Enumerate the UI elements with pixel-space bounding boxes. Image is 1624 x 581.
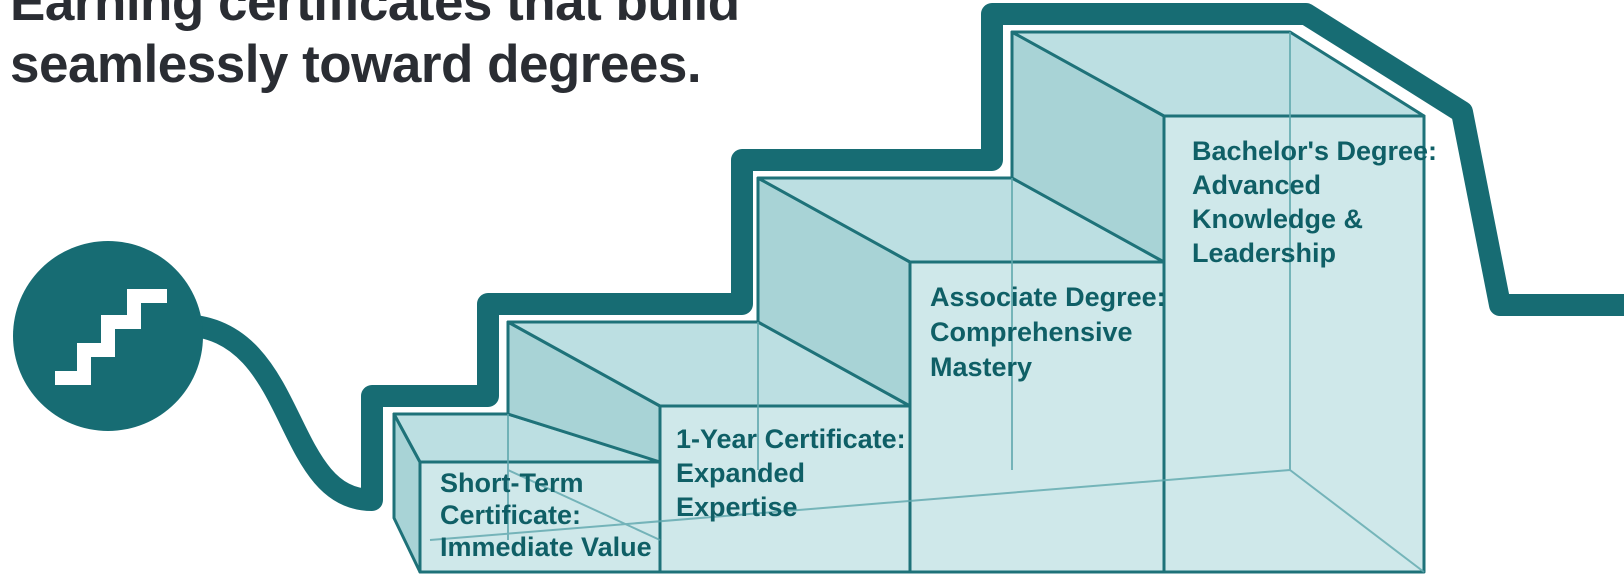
step-4-line-4: Leadership	[1192, 238, 1336, 268]
step-4-line-3: Knowledge &	[1192, 204, 1363, 234]
step-2-line-3: Expertise	[676, 492, 798, 522]
progress-path	[97, 3, 1624, 511]
headline-line-1: Earning certificates that build	[10, 0, 740, 32]
step-3-line-3: Mastery	[930, 352, 1032, 382]
step-1-label: Short-Term Certificate: Immediate Value	[440, 468, 652, 562]
step-4-line-1: Bachelor's Degree:	[1192, 136, 1437, 166]
step-4-line-2: Advanced	[1192, 170, 1321, 200]
step-3-label: Associate Degree: Comprehensive Mastery	[930, 282, 1173, 382]
headline: Earning certificates that build seamless…	[10, 0, 740, 96]
stairs-block	[392, 30, 1426, 574]
step-1-line-3: Immediate Value	[440, 532, 652, 562]
step-2-line-1: 1-Year Certificate:	[676, 424, 906, 454]
headline-line-2: seamlessly toward degrees.	[10, 35, 702, 94]
step-3-line-2: Comprehensive	[930, 317, 1133, 347]
step-2-line-2: Expanded	[676, 458, 805, 488]
step-3-line-1: Associate Degree:	[930, 282, 1166, 312]
step-4-label: Bachelor's Degree: Advanced Knowledge & …	[1192, 136, 1445, 268]
step-1-line-1: Short-Term	[440, 468, 584, 498]
step-2-label: 1-Year Certificate: Expanded Expertise	[676, 424, 913, 522]
stairs-icon	[13, 241, 203, 431]
step-1-line-2: Certificate:	[440, 500, 581, 530]
